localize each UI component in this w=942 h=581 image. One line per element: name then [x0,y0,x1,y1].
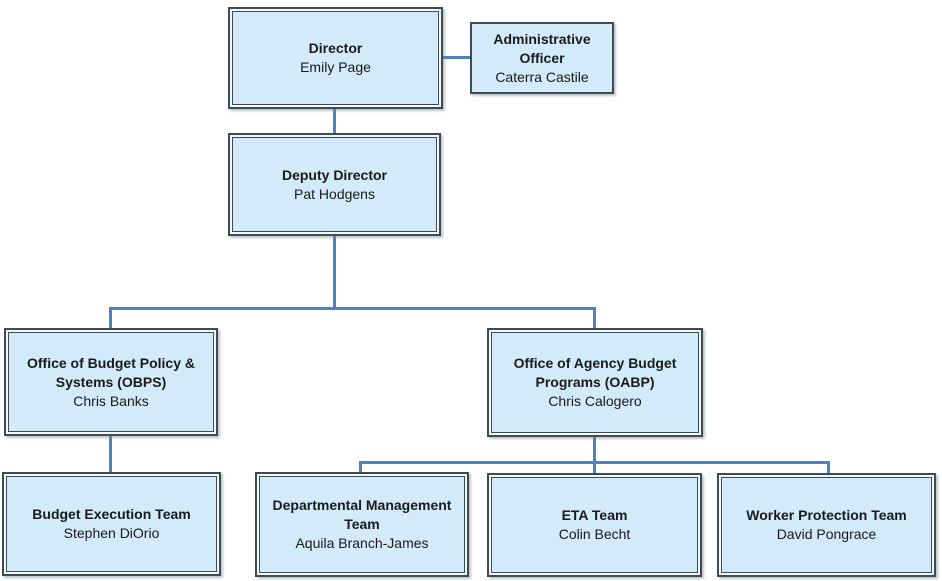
node-person: Pat Hodgens [294,185,375,202]
connector-rail-level3 [109,307,596,310]
connector-deputy-drop [333,236,336,310]
connector-director-admin-officer [443,56,470,59]
org-node-administrative-officer: Administrative Officer Caterra Castile [470,22,614,94]
org-node-oabp: Office of Agency Budget Programs (OABP) … [487,328,703,437]
connector-director-deputy [333,109,336,133]
node-person: Aquila Branch-James [295,535,429,551]
org-node-departmental-management-team-body: Departmental Management Team Aquila Bran… [259,476,465,573]
connector-drop-worker-protection [827,461,830,473]
node-person: Chris Calogero [548,393,642,409]
connector-oabp-drop [593,437,596,464]
node-person: Chris Banks [73,392,149,409]
org-node-obps-body: Office of Budget Policy & Systems (OBPS)… [8,332,214,432]
node-title: Departmental Management Team [272,497,452,532]
org-node-deputy-director-body: Deputy Director Pat Hodgens [232,137,437,232]
node-person: Stephen DiOrio [63,525,160,541]
org-node-deputy-director: Deputy Director Pat Hodgens [228,133,441,236]
node-person: Colin Becht [558,526,631,542]
org-node-oabp-body: Office of Agency Budget Programs (OABP) … [491,332,699,433]
connector-obps-budget-execution [109,436,112,472]
org-node-eta-team: ETA Team Colin Becht [487,473,702,577]
connector-drop-oabp [593,307,596,328]
org-node-budget-execution-team: Budget Execution Team Stephen DiOrio [2,472,221,576]
node-title: ETA Team [561,507,628,523]
connector-drop-eta [593,461,596,473]
org-node-worker-protection-team: Worker Protection Team David Pongrace [717,473,936,577]
node-title: Deputy Director [281,166,388,183]
org-node-eta-team-body: ETA Team Colin Becht [491,477,698,573]
org-node-director-body: Director Emily Page [232,11,439,105]
node-title: Office of Budget Policy & Systems (OBPS) [26,354,195,390]
node-title: Administrative Officer [493,30,591,66]
connector-drop-obps [109,307,112,328]
node-title: Worker Protection Team [746,507,907,523]
org-node-budget-execution-team-body: Budget Execution Team Stephen DiOrio [6,476,217,572]
org-node-administrative-officer-body: Administrative Officer Caterra Castile [472,24,612,92]
node-person: David Pongrace [776,526,877,542]
org-node-obps: Office of Budget Policy & Systems (OBPS)… [4,328,218,436]
org-node-director: Director Emily Page [228,7,443,109]
node-title: Office of Agency Budget Programs (OABP) [513,355,677,390]
node-title: Budget Execution Team [32,506,191,522]
org-node-departmental-management-team: Departmental Management Team Aquila Bran… [255,472,469,577]
node-title: Director [308,40,363,56]
node-person: Caterra Castile [495,68,589,85]
connector-drop-departmental-management [359,461,362,472]
node-person: Emily Page [300,59,371,75]
org-node-worker-protection-team-body: Worker Protection Team David Pongrace [721,477,932,573]
